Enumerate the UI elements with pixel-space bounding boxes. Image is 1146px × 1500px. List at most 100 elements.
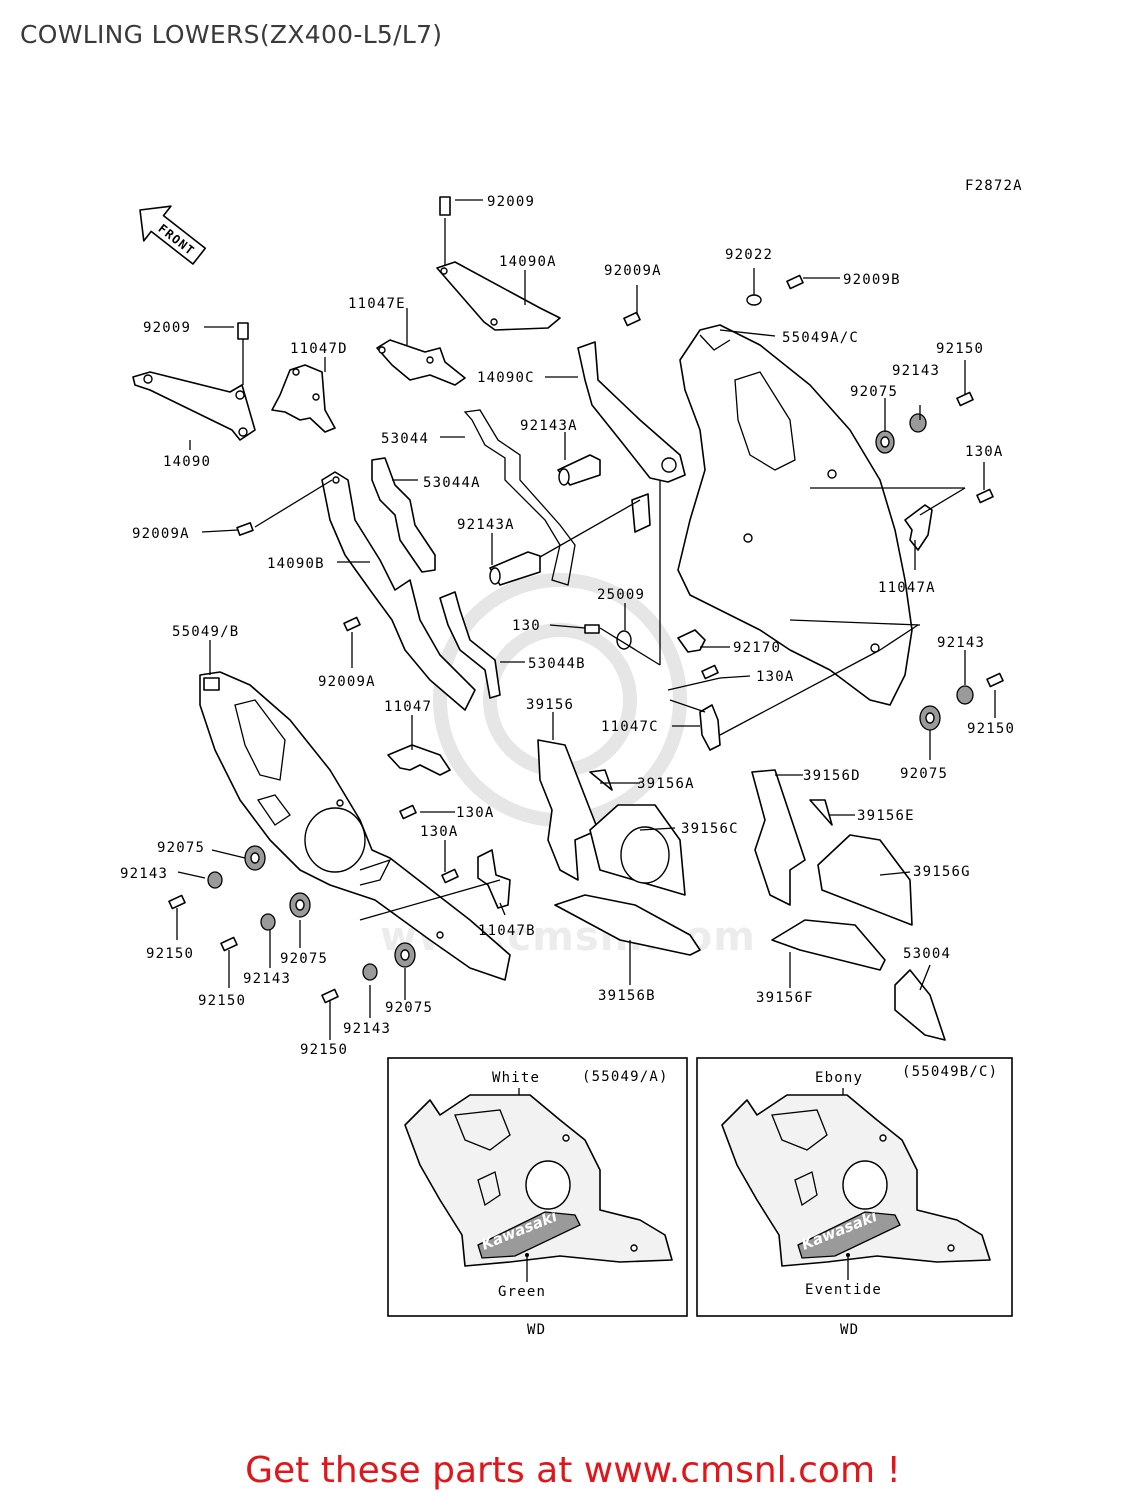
part-11047E: [376, 339, 466, 386]
part-14090: [132, 322, 256, 441]
label-92075: 92075: [900, 766, 948, 782]
label-92143: 92143: [120, 866, 168, 882]
label-39156G: 39156G: [913, 864, 971, 880]
label-11047: 11047: [384, 699, 432, 715]
label-14090A: 14090A: [499, 254, 557, 270]
part-39156B: [554, 894, 701, 956]
part-53044: [463, 409, 576, 586]
label-92143: 92143: [892, 363, 940, 379]
label-92009B: 92009B: [843, 272, 901, 288]
part-39156D: [751, 769, 806, 906]
part-14090A: [436, 196, 561, 331]
inset-left: (55049/A) White Kawasaki Green WD: [387, 1057, 688, 1338]
label-92009A: 92009A: [132, 526, 190, 542]
label-14090B: 14090B: [267, 556, 325, 572]
inset-right-top-color: Ebony: [815, 1070, 863, 1086]
label-130A: 130A: [756, 669, 795, 685]
label-92009A: 92009A: [318, 674, 376, 690]
label-92150: 92150: [300, 1042, 348, 1058]
label-14090: 14090: [163, 454, 211, 470]
label-39156A: 39156A: [637, 776, 695, 792]
part-11047D: [271, 364, 336, 433]
label-39156E: 39156E: [857, 808, 915, 824]
label-92143: 92143: [243, 971, 291, 987]
label-92143A: 92143A: [520, 418, 578, 434]
label-92075: 92075: [385, 1000, 433, 1016]
inset-left-code: (55049/A): [582, 1069, 669, 1085]
part-55049AC: [677, 324, 913, 706]
label-92143: 92143: [937, 635, 985, 651]
part-39156C: [589, 804, 686, 896]
inset-right-footer: WD: [840, 1322, 859, 1338]
label-11047E: 11047E: [348, 296, 406, 312]
label-130A: 130A: [456, 805, 495, 821]
figure-code: F2872A: [965, 178, 1023, 194]
label-92150: 92150: [967, 721, 1015, 737]
label-130: 130: [512, 618, 541, 634]
part-11047C: [699, 704, 721, 751]
inset-right-cowling: Kawasaki: [721, 1094, 991, 1267]
label-92075: 92075: [850, 384, 898, 400]
part-92143A-1: [557, 454, 601, 486]
part-14090C: [577, 341, 686, 533]
inset-right-bottom-color: Eventide: [805, 1282, 882, 1298]
bolts: [168, 274, 1004, 1004]
part-55049B: [199, 671, 511, 981]
label-11047B: 11047B: [478, 923, 536, 939]
label-92150: 92150: [146, 946, 194, 962]
part-39156A: [589, 769, 613, 791]
cta-link[interactable]: Get these parts at www.cmsnl.com !: [245, 1450, 901, 1491]
inset-right: (55049B/C) Ebony Kawasaki Eventide WD: [696, 1057, 1013, 1338]
label-130A: 130A: [965, 444, 1004, 460]
part-53044B: [439, 591, 501, 699]
inset-right-code: (55049B/C): [902, 1064, 998, 1080]
part-92170: [677, 629, 706, 653]
label-53044A: 53044A: [423, 475, 481, 491]
front-arrow-icon: FRONT: [139, 205, 207, 265]
label-11047A: 11047A: [878, 580, 936, 596]
label-55049AC: 55049A/C: [782, 330, 859, 346]
label-92170: 92170: [733, 640, 781, 656]
label-14090C: 14090C: [477, 370, 535, 386]
label-92022: 92022: [725, 247, 773, 263]
label-92075: 92075: [280, 951, 328, 967]
label-39156B: 39156B: [598, 988, 656, 1004]
label-11047D: 11047D: [290, 341, 348, 357]
part-39156: [537, 739, 599, 881]
leader-lines: [176, 199, 996, 1040]
part-39156G: [817, 834, 913, 926]
part-39156E: [809, 799, 833, 826]
part-53044A: [371, 457, 436, 573]
label-92143: 92143: [343, 1021, 391, 1037]
label-39156D: 39156D: [803, 768, 861, 784]
label-55049B: 55049/B: [172, 624, 239, 640]
label-92150: 92150: [936, 341, 984, 357]
grommets: [207, 413, 974, 981]
label-53044: 53044: [381, 431, 429, 447]
part-labels: 92009 14090A 92009A 92022 92009B 11047E …: [120, 194, 1015, 1058]
label-39156C: 39156C: [681, 821, 739, 837]
parts-diagram: www.cmsnl.com F2872A FRONT: [120, 178, 1023, 1338]
label-39156: 39156: [526, 697, 574, 713]
label-53004: 53004: [903, 946, 951, 962]
label-92150: 92150: [198, 993, 246, 1009]
label-39156F: 39156F: [756, 990, 814, 1006]
label-130A: 130A: [420, 824, 459, 840]
part-53004: [894, 969, 946, 1041]
label-92009: 92009: [487, 194, 535, 210]
part-14090B: [321, 471, 476, 711]
label-92143A: 92143A: [457, 517, 515, 533]
inset-left-cowling: Kawasaki: [404, 1094, 673, 1267]
label-92009: 92009: [143, 320, 191, 336]
inset-left-bottom-color: Green: [498, 1284, 546, 1300]
label-92075: 92075: [157, 840, 205, 856]
part-92143A-2: [489, 551, 541, 586]
label-53044B: 53044B: [528, 656, 586, 672]
part-11047: [387, 744, 451, 776]
part-11047A: [904, 504, 933, 551]
part-11047B: [477, 849, 511, 909]
part-39156F: [771, 919, 886, 971]
inset-left-top-color: White: [492, 1070, 540, 1086]
label-25009: 25009: [597, 587, 645, 603]
label-11047C: 11047C: [601, 719, 659, 735]
